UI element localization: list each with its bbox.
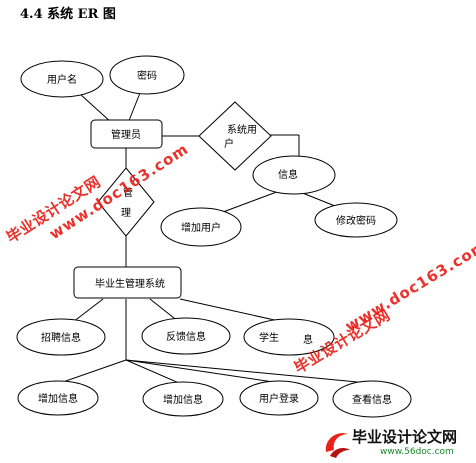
edge-info-adduser — [214, 189, 283, 216]
attr-recruit-info-label: 招聘信息 — [41, 331, 81, 344]
rel-manage-label-1: 管 — [123, 186, 133, 199]
footer-url: www.56doc.com — [380, 447, 454, 457]
rel-manage — [97, 167, 155, 237]
attr-username-label: 用户名 — [47, 73, 77, 86]
attr-view-info-label: 查看信息 — [352, 393, 392, 406]
attr-add-info-1-label: 增加信息 — [38, 392, 78, 405]
logo-swirl-icon — [325, 433, 350, 458]
attr-add-info-1 — [17, 380, 99, 416]
section-heading: 4.4 系统 ER 图 — [20, 7, 116, 22]
attr-user-login-label: 用户登录 — [259, 392, 299, 405]
edge-password-admin — [127, 92, 141, 124]
footer-title: 毕业设计论文网 — [352, 428, 458, 446]
rel-system-user-label-1: 系统用 — [227, 123, 257, 136]
rel-system-user — [198, 101, 272, 171]
edge-hub-addinfo2 — [125, 359, 180, 384]
attr-student-info-label-2: 息 — [303, 333, 313, 346]
attr-add-user-label: 增加用户 — [181, 221, 221, 234]
entity-admin — [90, 119, 163, 149]
attr-add-user — [160, 207, 242, 247]
entity-graduate-system — [73, 266, 182, 299]
attr-student-info-label-1: 学生 — [259, 331, 279, 344]
entity-graduate-system-label: 毕业生管理系统 — [95, 277, 165, 290]
attr-recruit-info — [16, 318, 106, 356]
attr-feedback-info-label: 反馈信息 — [166, 330, 206, 343]
entity-info — [252, 155, 336, 195]
attr-change-password — [314, 202, 398, 238]
attr-student-info — [243, 318, 335, 356]
footer-logo: 毕业设计论文网 www.56doc.com — [322, 426, 472, 460]
attr-add-info-2-label: 增加信息 — [163, 393, 203, 406]
rel-manage-label-2: 理 — [121, 207, 131, 219]
edge-hub-addinfo1 — [59, 359, 127, 384]
edge-system-student — [179, 298, 280, 322]
rel-system-user-label-2: 户 — [224, 137, 234, 150]
attr-feedback-info — [141, 317, 231, 355]
attr-password-label: 密码 — [137, 69, 157, 82]
attr-user-login — [239, 380, 319, 416]
attr-add-info-2 — [142, 381, 224, 417]
attr-view-info — [332, 380, 412, 418]
edge-system-recruit — [72, 298, 104, 323]
attr-username — [20, 60, 104, 98]
edge-hub-userlogin — [125, 359, 281, 384]
entity-info-label: 信息 — [278, 168, 298, 181]
attr-password — [109, 55, 185, 95]
edge-hub-viewinfo — [125, 359, 369, 384]
entity-admin-label: 管理员 — [111, 128, 141, 141]
edge-username-admin — [79, 93, 113, 124]
attr-change-password-label: 修改密码 — [336, 214, 376, 227]
